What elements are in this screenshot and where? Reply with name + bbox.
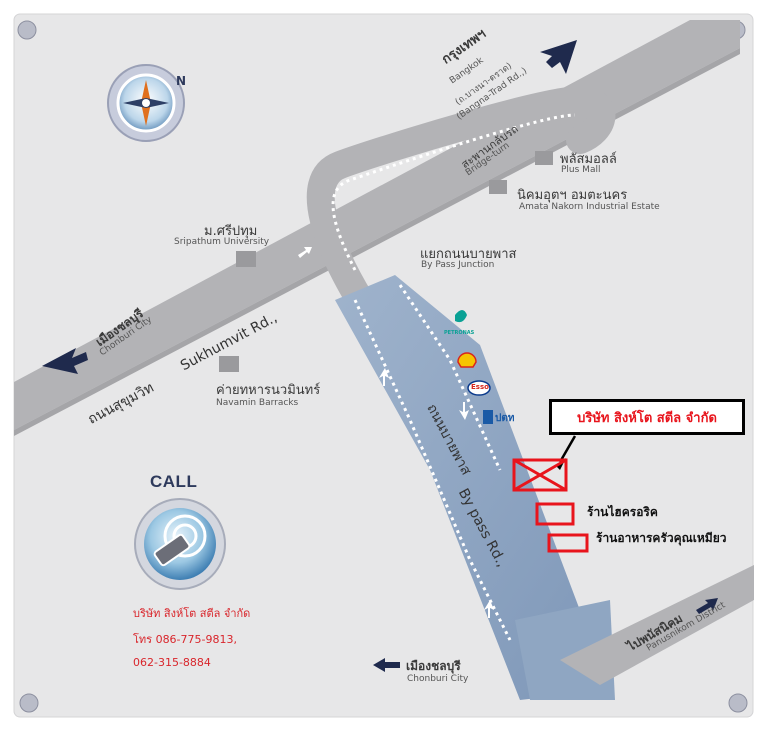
call-title: CALL	[150, 472, 198, 491]
bridge-turn-dots	[331, 113, 576, 271]
label-amata-th: นิคมอุตฯ อมตะนคร	[517, 188, 628, 203]
contact-phone-1[interactable]: โทร 086-775-9813,	[133, 633, 237, 646]
bypass-road	[335, 275, 610, 700]
label-navamin-th: ค่ายทหารนวมินทร์	[216, 383, 321, 398]
label-amata-en: Amata Nakorn Industrial Estate	[519, 202, 660, 212]
sukhumvit-road-edge	[14, 48, 740, 436]
label-junction-th: แยกถนนบายพาส	[420, 247, 517, 262]
location-marker-company	[512, 458, 568, 492]
label-plus-mall-th: พลัสมอลล์	[560, 152, 617, 167]
panusnikom-road	[560, 565, 754, 685]
road-arrows	[298, 247, 494, 618]
shell-icon	[457, 352, 477, 368]
label-esso: Esso	[471, 383, 489, 391]
callout-company-name: บริษัท สิงห์โต สตีล จำกัด	[577, 410, 717, 426]
label-plus-mall-en: Plus Mall	[561, 165, 601, 175]
esso-icon	[467, 380, 491, 396]
location-marker-shop2	[547, 533, 589, 553]
label-chonburi2-en: Chonburi City	[407, 674, 469, 684]
label-junction-en: By Pass Junction	[421, 260, 495, 270]
phone-call-icon	[134, 498, 226, 590]
location-marker-shop1	[535, 502, 575, 526]
ptt-icon	[483, 410, 493, 424]
company-callout: บริษัท สิงห์โต สตีล จำกัด	[549, 399, 745, 435]
building-icons	[219, 151, 553, 372]
bypass-dots-right	[398, 284, 502, 471]
north-label: N	[176, 74, 186, 88]
label-sripathum-th: ม.ศรีปทุม	[204, 224, 258, 239]
callout-pointer	[558, 435, 577, 463]
label-petronas: PETRONAS	[444, 330, 475, 336]
direction-arrows	[42, 40, 718, 672]
shop-label-1: ร้านไฮครอริค	[587, 505, 658, 519]
shop-label-2: ร้านอาหารครัวคุณเหมียว	[596, 531, 727, 545]
corner-screws	[17, 20, 748, 713]
compass-icon	[107, 64, 185, 142]
sukhumvit-road	[14, 20, 740, 430]
bridge-turn-loop	[306, 85, 616, 314]
label-ptt: ปตท	[495, 413, 515, 424]
contact-company: บริษัท สิงห์โต สตีล จำกัด	[133, 607, 251, 620]
label-navamin-en: Navamin Barracks	[216, 398, 299, 408]
label-sripathum-en: Sripathum University	[174, 237, 270, 247]
petronas-icon	[455, 310, 467, 323]
contact-phone-2[interactable]: 062-315-8884	[133, 656, 211, 669]
label-chonburi2-th: เมืองชลบุรี	[406, 659, 461, 673]
